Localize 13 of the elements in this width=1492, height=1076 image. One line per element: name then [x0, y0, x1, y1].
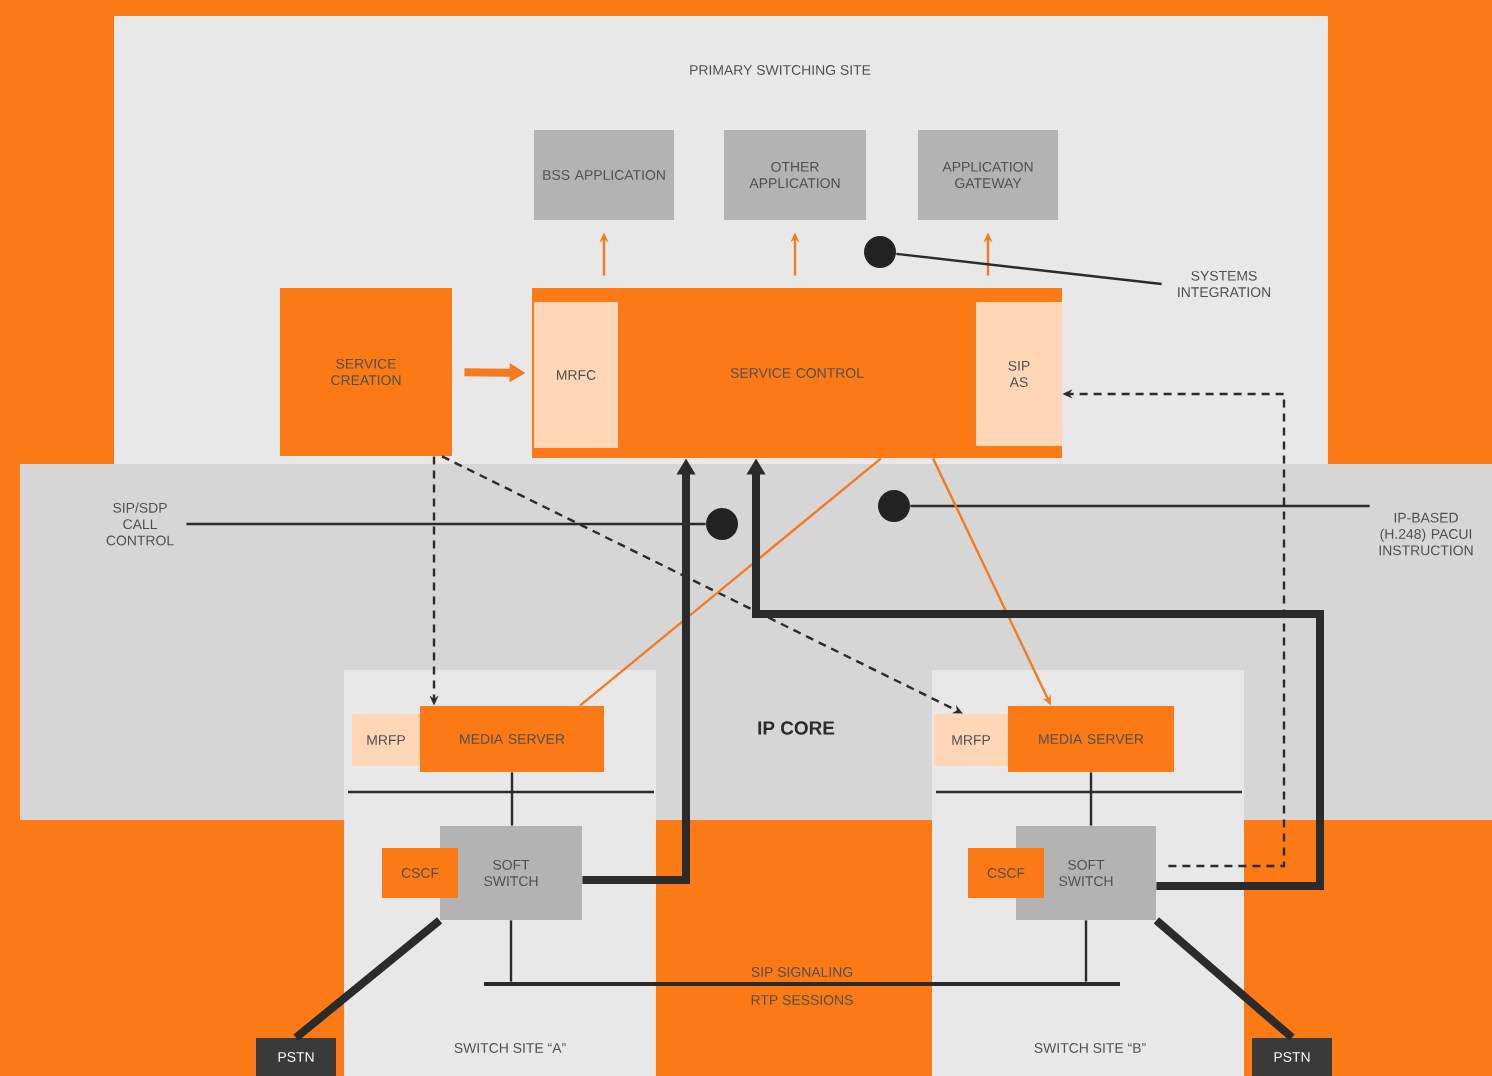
connection-dot [706, 508, 738, 540]
leader-line [910, 504, 1370, 508]
connector-line [1084, 920, 1088, 982]
connector-line [510, 772, 514, 826]
connector-line [1089, 772, 1093, 826]
connector-line [293, 917, 443, 1041]
connector-line [509, 920, 513, 982]
connection-dot [864, 236, 896, 268]
leader-line [186, 522, 706, 526]
leader-line [896, 252, 1162, 286]
connector-line [579, 457, 882, 707]
connection-dot [878, 490, 910, 522]
connector-line [1153, 917, 1295, 1041]
